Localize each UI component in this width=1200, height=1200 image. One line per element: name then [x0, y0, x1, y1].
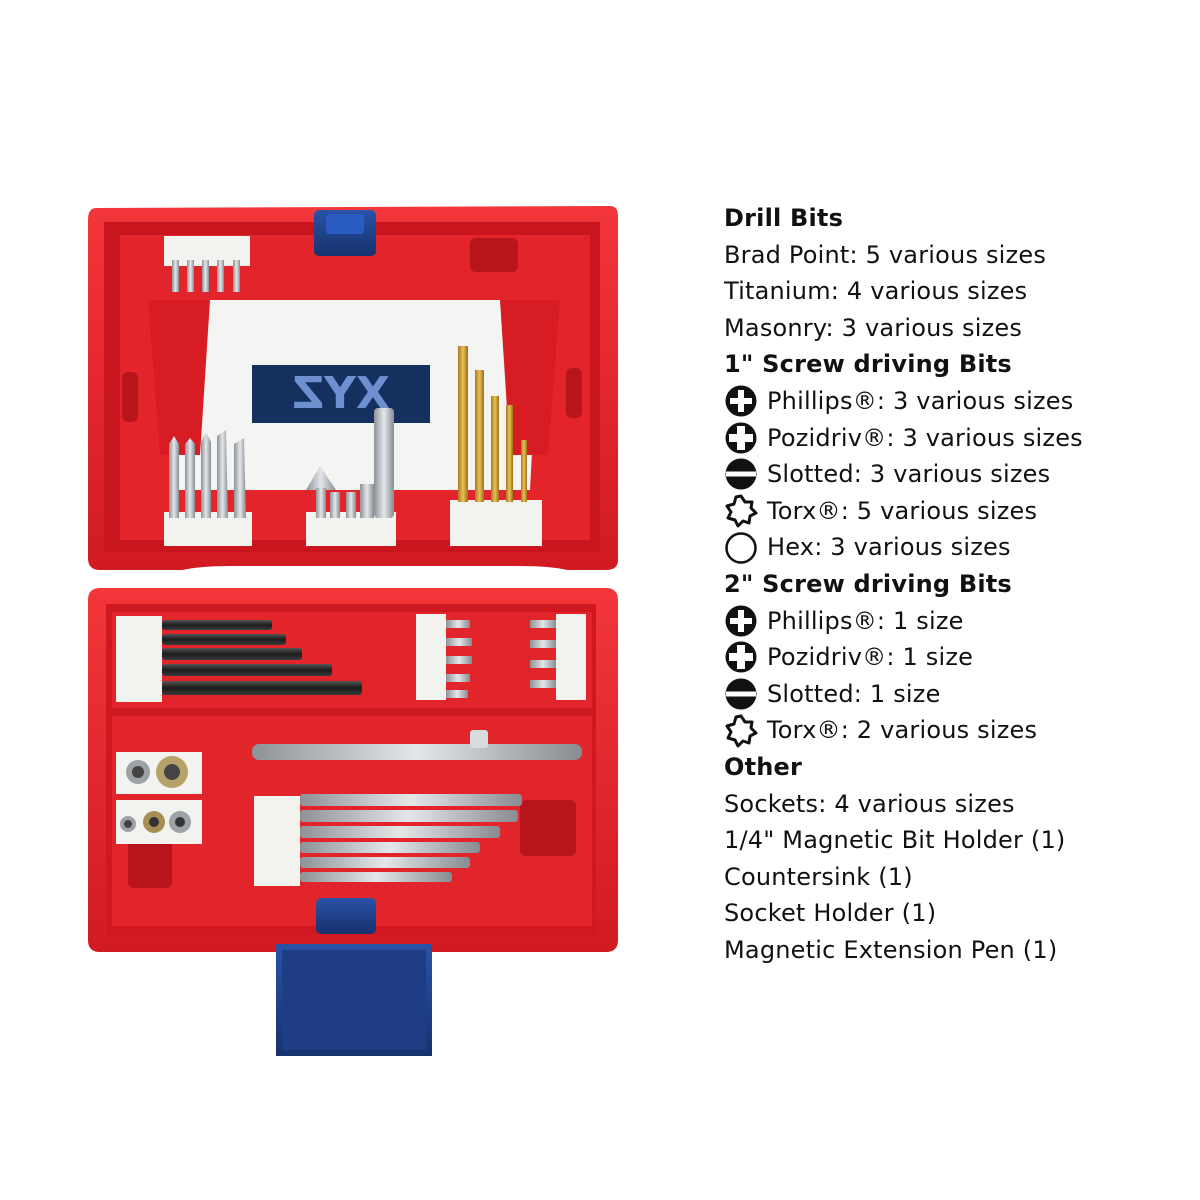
- list-item: Magnetic Extension Pen (1): [724, 932, 1184, 969]
- list-item: Masonry: 3 various sizes: [724, 310, 1184, 347]
- contents-list: Drill Bits Brad Point: 5 various sizes T…: [724, 200, 1184, 968]
- list-item: Phillips®: 3 various sizes: [724, 383, 1184, 420]
- hex-icon: [724, 531, 758, 565]
- item-text: Slotted: 1 size: [767, 679, 941, 708]
- list-item: Pozidriv®: 3 various sizes: [724, 420, 1184, 457]
- slotted-icon: [724, 457, 758, 491]
- item-text: Phillips®: 3 various sizes: [767, 386, 1074, 415]
- item-text: Torx®: 2 various sizes: [767, 716, 1038, 745]
- item-text: Torx®: 5 various sizes: [767, 496, 1038, 525]
- phillips-icon: [724, 604, 758, 638]
- item-text: Titanium: 4 various sizes: [724, 277, 1028, 306]
- slotted-icon: [724, 677, 758, 711]
- item-text: Pozidriv®: 3 various sizes: [767, 423, 1083, 452]
- list-item: Brad Point: 5 various sizes: [724, 237, 1184, 274]
- screwdriver-bits-2in: [416, 614, 586, 700]
- short-bits-top: [164, 236, 250, 292]
- list-item: Countersink (1): [724, 859, 1184, 896]
- list-item: Sockets: 4 various sizes: [724, 786, 1184, 823]
- item-text: Socket Holder (1): [724, 899, 937, 928]
- list-item: Torx®: 2 various sizes: [724, 712, 1184, 749]
- section-heading-1in-bits: 1" Screw driving Bits: [724, 350, 1012, 379]
- pozidriv-icon: [724, 421, 758, 455]
- item-text: Magnetic Extension Pen (1): [724, 935, 1058, 964]
- torx-icon: [724, 714, 758, 748]
- case-clip: [276, 898, 432, 1056]
- countersink-and-bit-holder: [306, 408, 396, 546]
- item-text: Phillips®: 1 size: [767, 606, 964, 635]
- magnetic-extension-pen: [252, 730, 582, 760]
- list-item: Titanium: 4 various sizes: [724, 273, 1184, 310]
- torx-icon: [724, 494, 758, 528]
- section-heading-2in-bits: 2" Screw driving Bits: [724, 569, 1012, 598]
- titanium-drill-bits: [450, 346, 542, 546]
- list-item: Torx®: 5 various sizes: [724, 493, 1184, 530]
- item-text: Pozidriv®: 1 size: [767, 643, 974, 672]
- item-text: 1/4" Magnetic Bit Holder (1): [724, 826, 1066, 855]
- pozidriv-icon: [724, 640, 758, 674]
- section-heading-drill-bits: Drill Bits: [724, 204, 844, 232]
- list-item: Pozidriv®: 1 size: [724, 639, 1184, 676]
- drill-bit-case-image: XYZ: [88, 206, 618, 1056]
- phillips-icon: [724, 384, 758, 418]
- item-text: Hex: 3 various sizes: [767, 533, 1011, 562]
- brand-label-text: XYZ: [292, 368, 390, 419]
- section-heading-other: Other: [724, 752, 803, 781]
- sockets: [116, 752, 202, 844]
- item-text: Sockets: 4 various sizes: [724, 789, 1015, 818]
- screwdriver-bits-1in: [164, 430, 252, 546]
- list-item: Hex: 3 various sizes: [724, 529, 1184, 566]
- item-text: Masonry: 3 various sizes: [724, 313, 1023, 342]
- brand-label: XYZ: [252, 365, 430, 423]
- list-item: 1/4" Magnetic Bit Holder (1): [724, 822, 1184, 859]
- list-item: Phillips®: 1 size: [724, 603, 1184, 640]
- masonry-drill-bits: [254, 794, 522, 886]
- item-text: Countersink (1): [724, 862, 913, 891]
- item-text: Brad Point: 5 various sizes: [724, 240, 1047, 269]
- brad-point-drill-bits: [116, 616, 362, 702]
- list-item: Slotted: 1 size: [724, 676, 1184, 713]
- item-text: Slotted: 3 various sizes: [767, 460, 1051, 489]
- list-item: Socket Holder (1): [724, 895, 1184, 932]
- list-item: Slotted: 3 various sizes: [724, 456, 1184, 493]
